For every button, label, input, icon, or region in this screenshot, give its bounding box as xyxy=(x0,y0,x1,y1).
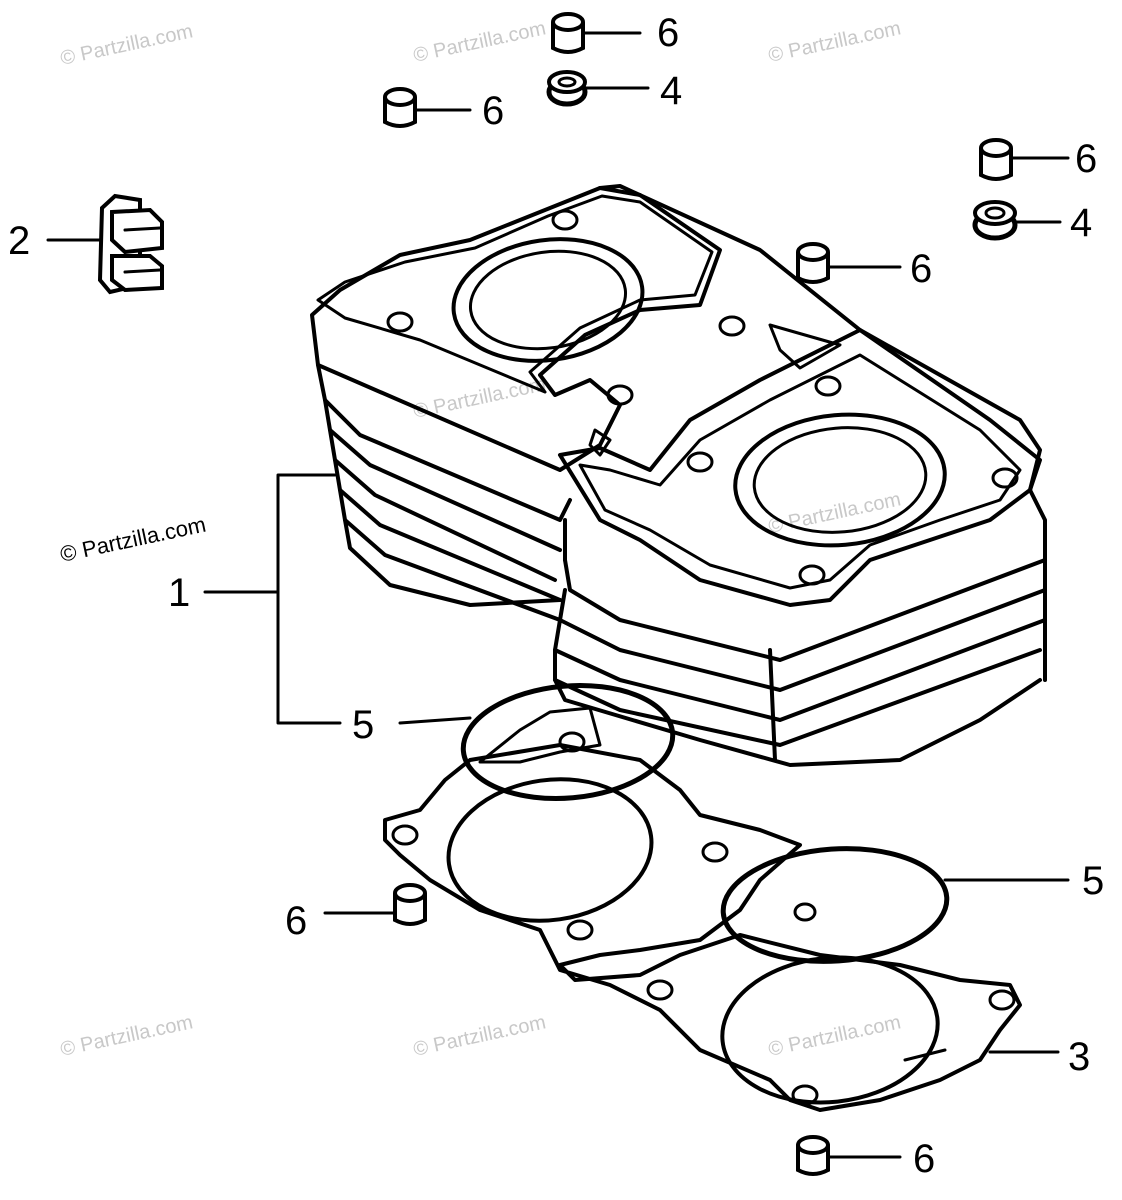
callout-number: 6 xyxy=(1075,137,1097,181)
watermark: © Partzilla.com xyxy=(411,17,547,67)
callout-number: 6 xyxy=(657,11,679,55)
watermark: © Partzilla.com xyxy=(766,488,902,538)
callout-number: 6 xyxy=(913,1137,935,1181)
callout-number: 4 xyxy=(660,69,682,113)
seal-ring xyxy=(546,70,588,107)
callout-number: 5 xyxy=(1082,859,1104,903)
dowel-pin xyxy=(796,1135,830,1176)
dowel-pin xyxy=(393,883,427,926)
dowel-pin xyxy=(979,138,1013,181)
watermark: © Partzilla.com xyxy=(766,1011,902,1061)
rubber-damper xyxy=(97,193,164,295)
callout-number: 3 xyxy=(1068,1035,1090,1079)
callout-number: 6 xyxy=(482,89,504,133)
dowel-pin xyxy=(551,12,585,54)
watermark: © Partzilla.com xyxy=(766,17,902,67)
watermark-dark: © Partzilla.com xyxy=(58,512,208,567)
callout-number: 4 xyxy=(1070,201,1092,245)
callout-number: 6 xyxy=(285,899,307,943)
dowel-pin xyxy=(383,87,417,128)
callout-number: 1 xyxy=(168,571,190,615)
dowel-pin xyxy=(796,242,830,284)
callout-number: 5 xyxy=(352,703,374,747)
callouts: 6 4 6 6 4 6 2 1 5 5 6 3 6 xyxy=(8,11,1104,1181)
leader-lines xyxy=(46,31,1070,1159)
watermark: © Partzilla.com xyxy=(58,20,194,70)
watermark: © Partzilla.com xyxy=(411,1011,547,1061)
seal-ring xyxy=(972,200,1018,241)
o-ring-left xyxy=(460,682,676,802)
o-ring-right xyxy=(720,846,950,964)
cylinder-block xyxy=(310,184,1047,767)
callout-number: 6 xyxy=(910,247,932,291)
watermark: © Partzilla.com xyxy=(58,1011,194,1061)
cylinder-gasket xyxy=(383,743,1022,1112)
callout-number: 2 xyxy=(8,219,30,263)
